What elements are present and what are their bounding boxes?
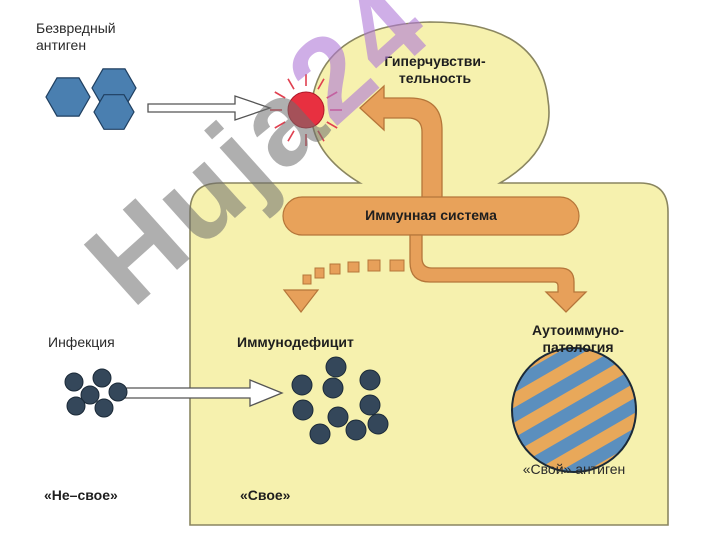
sun-ray bbox=[326, 121, 338, 129]
self-dot bbox=[292, 399, 314, 421]
harmless-antigen-label: Безвредный антиген bbox=[36, 20, 116, 53]
self-dot bbox=[367, 413, 389, 435]
infection-particles-icon bbox=[64, 368, 128, 418]
ball-outline bbox=[511, 347, 637, 473]
self-cells-icon bbox=[291, 356, 389, 445]
immunodeficiency-arrow bbox=[282, 259, 405, 313]
harmless-antigen-icon bbox=[45, 68, 137, 130]
infection-dot bbox=[108, 382, 128, 402]
hypersensitivity-label: Гиперчувстви- тельность bbox=[384, 53, 486, 86]
self-dot bbox=[309, 423, 331, 445]
self-dot bbox=[327, 406, 349, 428]
self-dot bbox=[359, 394, 381, 416]
stripe bbox=[512, 377, 636, 472]
dash-segment bbox=[329, 263, 341, 275]
immune-system-band bbox=[282, 196, 580, 236]
dash-segment bbox=[367, 259, 381, 272]
sun-ray bbox=[317, 130, 325, 142]
autoimmune-label: Аутоиммуно- патология bbox=[532, 322, 624, 355]
autoimmune-arrow bbox=[409, 234, 588, 313]
sun-core bbox=[287, 91, 325, 129]
stripe bbox=[512, 348, 636, 444]
antigen-hexagon bbox=[45, 77, 91, 117]
sun-ray bbox=[287, 130, 295, 142]
infection-dot bbox=[94, 398, 114, 418]
self-dot bbox=[322, 377, 344, 399]
self-dot bbox=[359, 369, 381, 391]
not-self-label: «Не–свое» bbox=[44, 487, 118, 503]
infection-dot bbox=[66, 396, 86, 416]
stripe bbox=[512, 354, 636, 467]
sun-ray bbox=[287, 78, 295, 90]
dash-segment bbox=[302, 274, 312, 285]
dash-segment bbox=[347, 261, 360, 273]
infection-dot bbox=[80, 385, 100, 405]
infection-arrow bbox=[117, 379, 284, 407]
self-label: «Свое» bbox=[240, 487, 291, 503]
stripe-group bbox=[512, 348, 636, 472]
hypersensitivity-arrow bbox=[359, 84, 443, 201]
infection-dot bbox=[64, 372, 84, 392]
sun-ray bbox=[317, 78, 325, 90]
sun-ray bbox=[274, 121, 286, 129]
dash-arrowhead bbox=[282, 289, 320, 313]
infection-label: Инфекция bbox=[48, 334, 115, 350]
dash-segment bbox=[389, 259, 405, 272]
antigen-arrow bbox=[147, 95, 273, 121]
self-dot bbox=[291, 374, 313, 396]
sun-ray bbox=[326, 91, 338, 99]
self-antigen-label: «Свой» антиген bbox=[522, 461, 626, 477]
ball-stripes bbox=[512, 348, 636, 472]
sun-ray bbox=[274, 91, 286, 99]
self-dot bbox=[345, 419, 367, 441]
self-dot bbox=[325, 356, 347, 378]
antigen-hexagon bbox=[93, 94, 135, 130]
infection-dot bbox=[92, 368, 112, 388]
immune-system-label: Иммунная система bbox=[365, 207, 497, 223]
self-antigen-icon bbox=[511, 347, 637, 473]
stripe bbox=[512, 399, 636, 472]
hypersensitivity-reaction-icon bbox=[270, 74, 342, 146]
dash-segment bbox=[314, 267, 325, 279]
immunodeficiency-label: Иммунодефицит bbox=[237, 334, 354, 350]
stripe bbox=[512, 348, 636, 422]
